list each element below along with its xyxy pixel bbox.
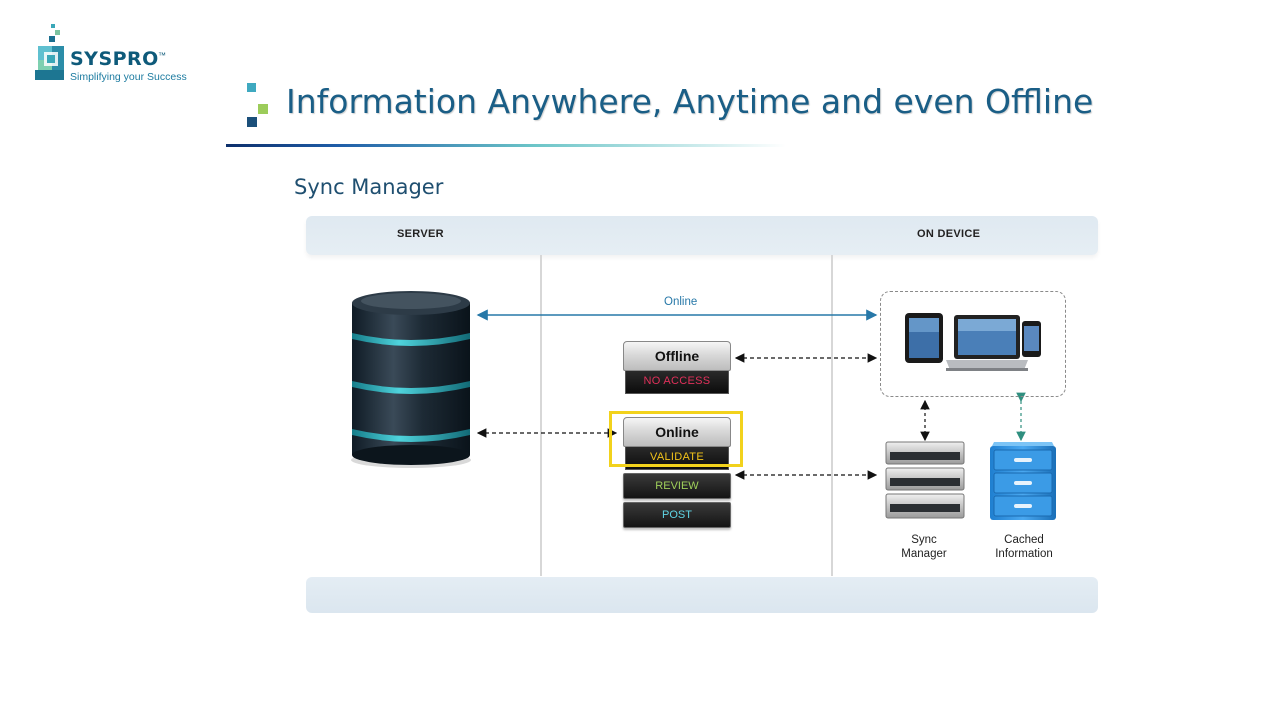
section-subtitle: Sync Manager <box>294 175 444 199</box>
title-bullet-icon <box>247 83 268 127</box>
title-underline <box>226 144 786 147</box>
cached-information-icon <box>990 442 1056 520</box>
column-divider <box>831 255 833 576</box>
server-column-label: SERVER <box>397 228 444 240</box>
online-server-box: Online VALIDATE REVIEW POST <box>623 417 731 528</box>
sync-manager-icon <box>885 441 965 519</box>
online-box-title: Online <box>623 417 731 447</box>
cached-information-caption: Cached Information <box>980 533 1068 561</box>
post-step: POST <box>623 502 731 528</box>
sync-manager-caption-text: Sync Manager <box>901 534 947 560</box>
offline-server-box: Offline NO ACCESS <box>623 341 731 394</box>
diagram-footer-band <box>306 577 1098 613</box>
review-step: REVIEW <box>623 473 731 499</box>
column-divider <box>540 255 542 576</box>
page-title: Information Anywhere, Anytime and even O… <box>286 82 1094 121</box>
logo-tagline: Simplifying your Success <box>70 71 187 83</box>
online-link-label: Online <box>664 296 698 308</box>
syspro-logo: SYSPRO ™ Simplifying your Success <box>34 24 204 86</box>
devices-group <box>880 291 1066 397</box>
devices-icon <box>905 313 1041 371</box>
syspro-logo-icon <box>35 24 64 80</box>
logo-brand-text: SYSPRO <box>70 48 159 70</box>
sync-manager-caption: Sync Manager <box>884 533 964 561</box>
cached-information-caption-text: Cached Information <box>995 534 1053 560</box>
device-column-label: ON DEVICE <box>917 228 981 240</box>
validate-highlight-frame <box>609 411 743 467</box>
logo-trademark: ™ <box>158 51 166 60</box>
database-icon <box>351 291 471 468</box>
offline-box-title: Offline <box>623 341 731 371</box>
no-access-status: NO ACCESS <box>625 371 729 394</box>
diagram-header-band <box>306 216 1098 255</box>
